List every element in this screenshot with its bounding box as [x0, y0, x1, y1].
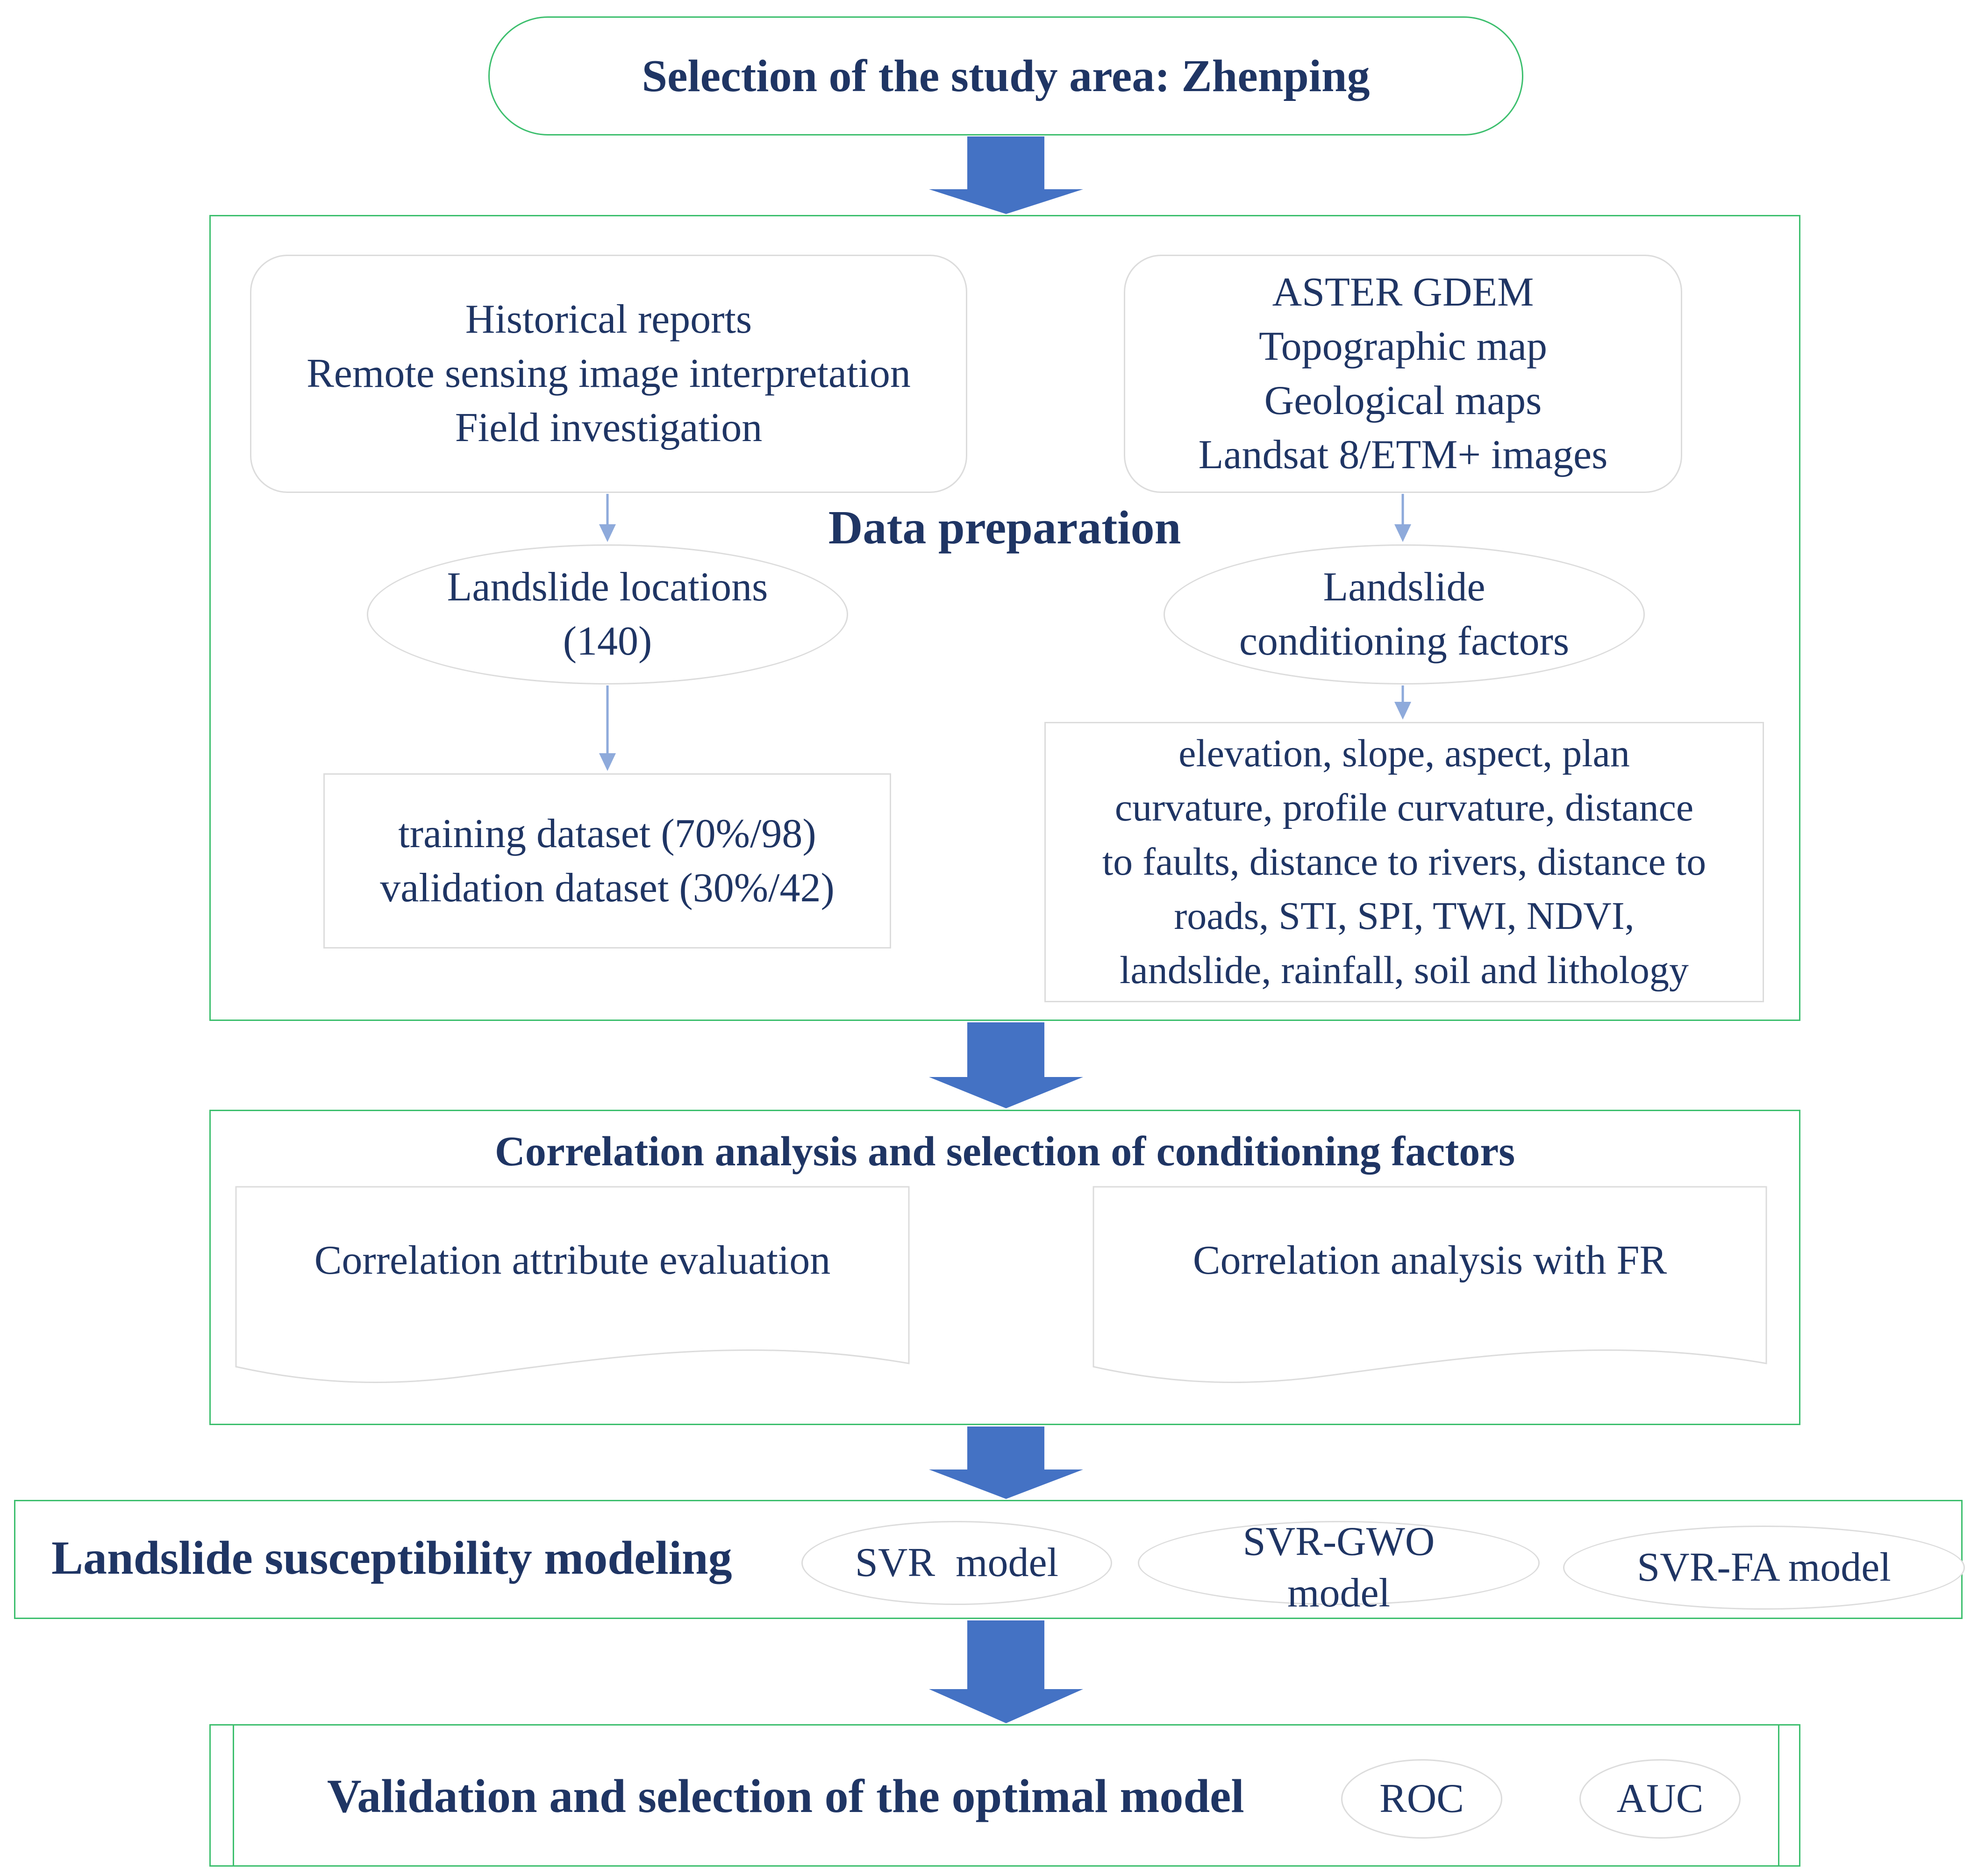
factor-source: Topographic map — [1259, 324, 1547, 369]
conditioning-factors-ellipse: Landslide conditioning factors — [1164, 544, 1645, 685]
factor-source: ASTER GDEM — [1272, 270, 1534, 315]
auc-ellipse: AUC — [1579, 1759, 1741, 1839]
flow-arrow-2 — [929, 1022, 1083, 1108]
conditioning-factors-label: Landslide — [1323, 564, 1485, 610]
inventory-source: Field investigation — [455, 405, 763, 450]
flow-arrow-4 — [929, 1620, 1083, 1723]
conditioning-factors-label: conditioning factors — [1239, 619, 1570, 664]
roc-label: ROC — [1379, 1776, 1464, 1821]
data-preparation-panel — [209, 215, 1800, 1021]
svr-gwo-model-ellipse: SVR-GWO model — [1138, 1519, 1540, 1616]
correlation-heading: Correlation analysis and selection of co… — [494, 1128, 1515, 1175]
correlation-fr-label: Correlation analysis with FR — [1193, 1238, 1667, 1283]
correlation-fr-doc — [1093, 1186, 1767, 1384]
svr-fa-model-ellipse: SVR-FA model — [1563, 1526, 1965, 1610]
modeling-panel — [14, 1500, 1963, 1619]
factor-list-box: elevation, slope, aspect, plan curvature… — [1044, 722, 1764, 1002]
factor-source: Geological maps — [1264, 378, 1542, 423]
factor-list-line: roads, STI, SPI, TWI, NDVI, — [1174, 894, 1635, 938]
factor-list-line: curvature, profile curvature, distance — [1114, 786, 1694, 829]
connector-arrowhead — [1394, 524, 1411, 542]
validation-left-rule — [233, 1724, 234, 1867]
factor-list-line: to faults, distance to rivers, distance … — [1102, 840, 1707, 884]
study-area-title: Selection of the study area: Zhenping — [642, 50, 1370, 101]
modeling-heading: Landslide susceptibility modeling — [51, 1532, 732, 1584]
factor-list-line: landslide, rainfall, soil and lithology — [1120, 949, 1689, 992]
landslide-locations-label: Landslide locations — [447, 564, 768, 610]
landslide-locations-count: (140) — [563, 619, 652, 664]
validation-panel — [209, 1724, 1800, 1867]
inventory-source: Remote sensing image interpretation — [307, 351, 911, 396]
connector-arrowhead — [1394, 702, 1411, 720]
correlation-attribute-doc — [235, 1186, 910, 1384]
landslide-locations-ellipse: Landslide locations (140) — [367, 544, 848, 685]
validation-heading: Validation and selection of the optimal … — [327, 1770, 1244, 1823]
connector-arrowhead — [599, 753, 616, 771]
svr-gwo-label: model — [1287, 1570, 1390, 1616]
flow-arrow-1 — [929, 136, 1083, 214]
factor-sources-box: ASTER GDEM Topographic map Geological ma… — [1124, 255, 1682, 493]
datasets-box: training dataset (70%/98) validation dat… — [323, 773, 891, 949]
roc-ellipse: ROC — [1341, 1759, 1502, 1839]
factor-list-line: elevation, slope, aspect, plan — [1178, 732, 1630, 775]
svr-model-label: SVR model — [855, 1540, 1059, 1585]
validation-right-rule — [1778, 1724, 1779, 1867]
connector-arrowhead — [599, 524, 616, 542]
factor-source: Landsat 8/ETM+ images — [1198, 432, 1608, 478]
correlation-panel — [209, 1110, 1800, 1425]
auc-label: AUC — [1616, 1776, 1704, 1821]
validation-dataset: validation dataset (30%/42) — [380, 865, 835, 911]
svr-gwo-label: SVR-GWO — [1242, 1519, 1435, 1564]
training-dataset: training dataset (70%/98) — [398, 811, 816, 856]
flow-arrow-3 — [929, 1427, 1083, 1499]
study-area-box: Selection of the study area: Zhenping — [488, 16, 1523, 136]
correlation-attribute-label: Correlation attribute evaluation — [314, 1238, 831, 1283]
svr-model-ellipse: SVR model — [801, 1521, 1112, 1605]
inventory-sources-box: Historical reports Remote sensing image … — [250, 255, 967, 493]
svr-fa-model-label: SVR-FA model — [1637, 1545, 1891, 1590]
data-preparation-heading: Data preparation — [828, 501, 1181, 554]
inventory-source: Historical reports — [465, 297, 752, 342]
